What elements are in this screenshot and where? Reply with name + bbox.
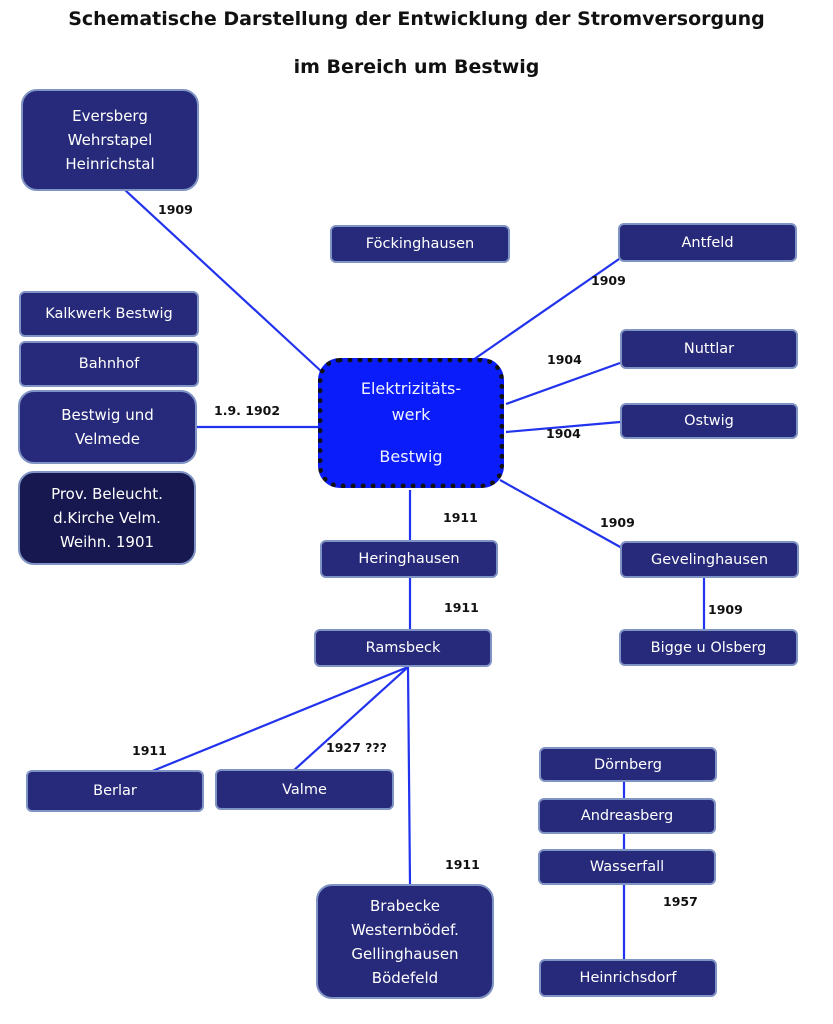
node-brabecke: Brabecke Westernbödef. Gellinghausen Böd… xyxy=(316,884,494,999)
node-elektrizitaetswerk-bestwig: Elektrizitäts- werk Bestwig xyxy=(318,358,504,488)
label-bestwig-velmede-date: 1.9. 1902 xyxy=(214,403,281,418)
label-antfeld-year: 1909 xyxy=(591,273,626,288)
node-heringhausen: Heringhausen xyxy=(320,540,498,578)
edge-brabecke xyxy=(406,666,412,885)
edge-nuttlar xyxy=(505,361,621,406)
diagram-title: Schematische Darstellung der Entwicklung… xyxy=(68,8,765,30)
center-line-3: Bestwig xyxy=(379,447,443,466)
node-heinrichsdorf: Heinrichsdorf xyxy=(539,959,717,997)
center-line-1: Elektrizitäts- xyxy=(360,379,462,398)
node-valme: Valme xyxy=(215,769,394,810)
node-andreasberg: Andreasberg xyxy=(538,798,716,834)
node-prov-beleucht: Prov. Beleucht. d.Kirche Velm. Weihn. 19… xyxy=(18,471,196,565)
label-brabecke-year: 1911 xyxy=(445,857,480,872)
edge-antfeld xyxy=(469,256,623,363)
node-eversberg: Eversberg Wehrstapel Heinrichstal xyxy=(21,89,199,191)
node-doernberg: Dörnberg xyxy=(539,747,717,782)
node-antfeld: Antfeld xyxy=(618,223,797,262)
edge-eversberg xyxy=(124,189,323,373)
label-nuttlar-year: 1904 xyxy=(547,352,582,367)
diagram-subtitle: im Bereich um Bestwig xyxy=(293,56,540,78)
label-heringhausen-year: 1911 xyxy=(443,510,478,525)
label-ramsbeck-year: 1911 xyxy=(444,600,479,615)
node-nuttlar: Nuttlar xyxy=(620,329,798,369)
node-ostwig: Ostwig xyxy=(620,403,798,439)
label-eversberg-year: 1909 xyxy=(158,202,193,217)
edge-ostwig xyxy=(505,420,621,434)
label-gevelinghausen-year: 1909 xyxy=(600,515,635,530)
edge-berlar xyxy=(149,665,409,774)
node-bigge: Bigge u Olsberg xyxy=(619,629,798,666)
node-kalkwerk: Kalkwerk Bestwig xyxy=(19,291,199,337)
label-berlar-year: 1911 xyxy=(132,743,167,758)
node-ramsbeck: Ramsbeck xyxy=(314,629,492,667)
node-bahnhof: Bahnhof xyxy=(19,341,199,387)
node-foeckinghausen: Föckinghausen xyxy=(330,225,510,263)
edge-gevelinghausen xyxy=(499,479,623,549)
node-wasserfall: Wasserfall xyxy=(538,849,716,885)
label-valme-year: 1927 ??? xyxy=(326,740,387,755)
node-bestwig-velmede: Bestwig und Velmede xyxy=(18,390,197,464)
center-line-2: werk xyxy=(391,405,431,424)
label-bigge-year: 1909 xyxy=(708,602,743,617)
label-heinrichsdorf-year: 1957 xyxy=(663,894,698,909)
node-berlar: Berlar xyxy=(26,770,204,812)
label-ostwig-year: 1904 xyxy=(546,426,581,441)
edge-valme xyxy=(291,666,409,773)
node-gevelinghausen: Gevelinghausen xyxy=(620,541,799,578)
